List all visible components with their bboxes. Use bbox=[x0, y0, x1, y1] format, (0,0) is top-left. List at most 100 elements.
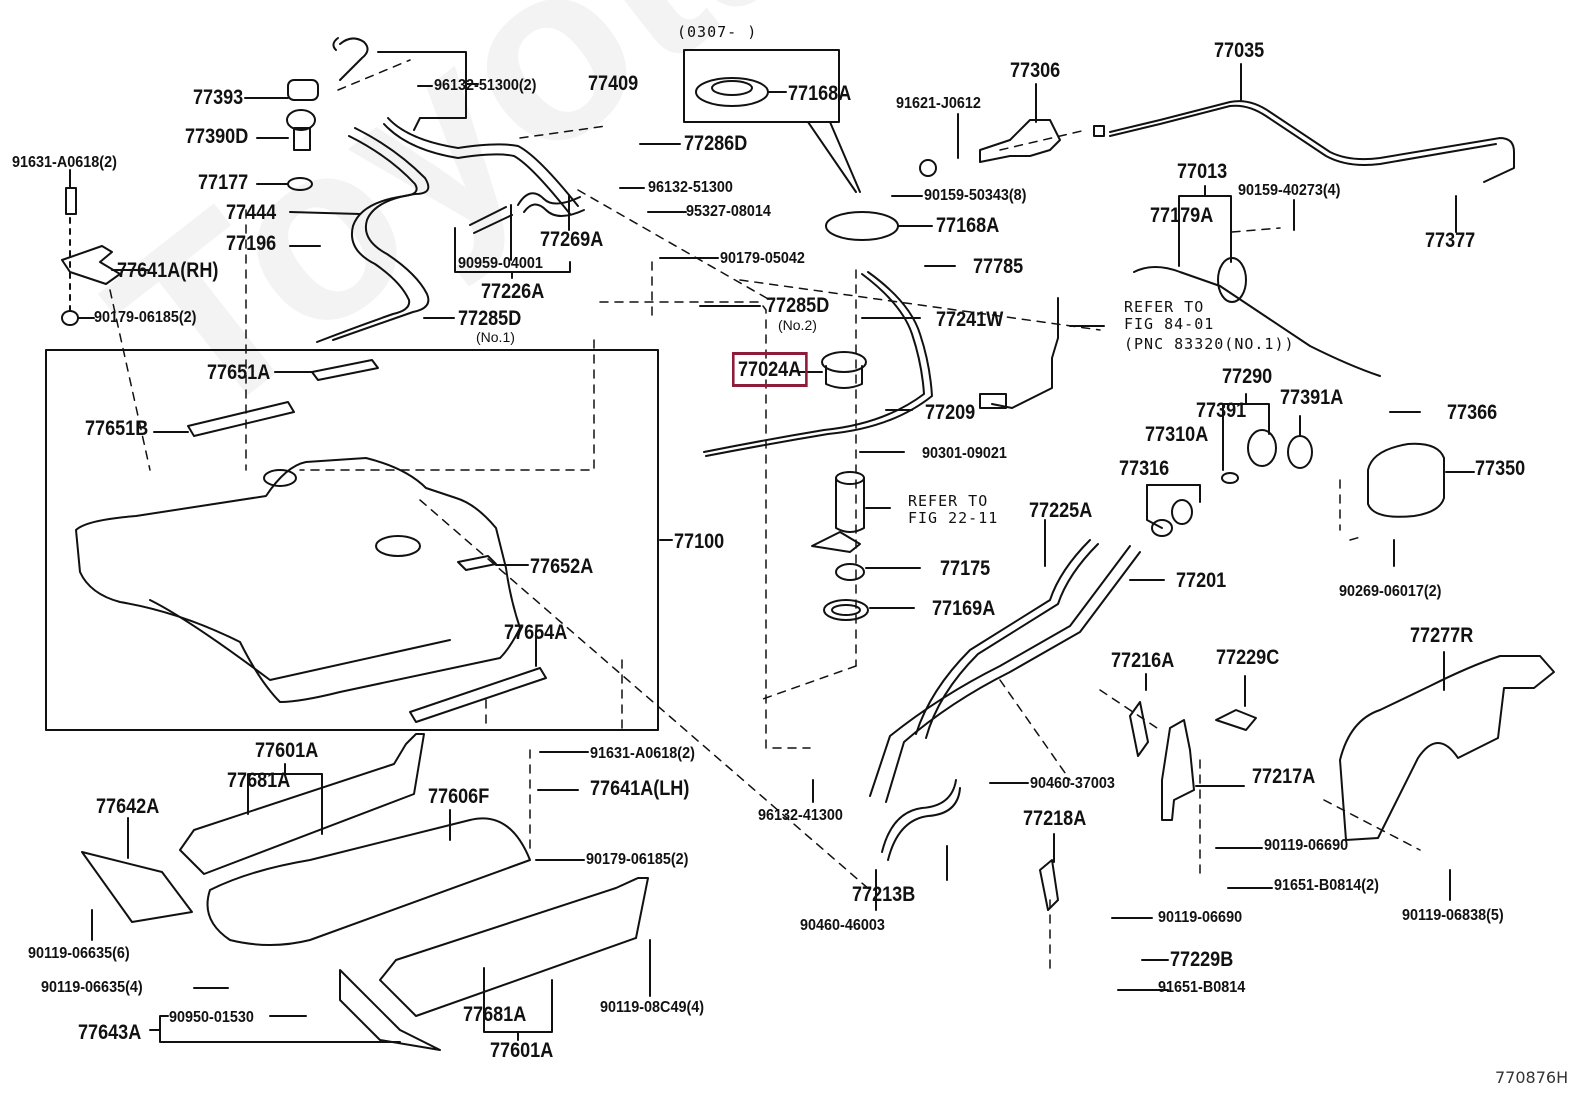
part-label-77393[interactable]: 77393 bbox=[193, 86, 244, 109]
cable-77035 bbox=[1094, 101, 1514, 182]
refer-fig-84-01-line1: REFER TO bbox=[1124, 298, 1205, 316]
part-label-77310A[interactable]: 77310A bbox=[1145, 423, 1209, 446]
part-label-77269A[interactable]: 77269A bbox=[540, 228, 604, 251]
part-label-77606F[interactable]: 77606F bbox=[428, 785, 490, 808]
part-label-90119-06635-4[interactable]: 90119-06635(4) bbox=[41, 979, 143, 996]
leader bbox=[830, 122, 860, 192]
part-label-77641A-rh[interactable]: 77641A(RH) bbox=[117, 259, 219, 282]
part-label-77169A[interactable]: 77169A bbox=[932, 597, 996, 620]
heat-shield-77277R bbox=[1340, 656, 1554, 840]
part-label-90950-01530[interactable]: 90950-01530 bbox=[169, 1009, 254, 1026]
part-label-77013[interactable]: 77013 bbox=[1177, 160, 1228, 183]
hose-77213B bbox=[888, 788, 960, 860]
refer-fig-22-11-line1: REFER TO bbox=[908, 492, 989, 510]
part-label-77229C[interactable]: 77229C bbox=[1216, 646, 1280, 669]
part-label-77350[interactable]: 77350 bbox=[1475, 457, 1526, 480]
part-label-77035[interactable]: 77035 bbox=[1214, 39, 1265, 62]
part-label-90460-37003[interactable]: 90460-37003 bbox=[1030, 775, 1115, 792]
part-label-91631-A0618-rh[interactable]: 91631-A0618(2) bbox=[12, 154, 117, 171]
part-label-90179-06185-lh[interactable]: 90179-06185(2) bbox=[586, 851, 689, 868]
part-label-77229B[interactable]: 77229B bbox=[1170, 948, 1234, 971]
fuel-pump bbox=[812, 472, 868, 620]
part-label-90460-46003[interactable]: 90460-46003 bbox=[800, 917, 885, 934]
part-label-77201[interactable]: 77201 bbox=[1176, 569, 1227, 592]
part-label-77316[interactable]: 77316 bbox=[1119, 457, 1170, 480]
part-label-77177[interactable]: 77177 bbox=[198, 171, 249, 194]
part-label-91651-B0814[interactable]: 91651-B0814 bbox=[1158, 979, 1246, 996]
part-label-77652A[interactable]: 77652A bbox=[530, 555, 594, 578]
part-label-90119-08C49[interactable]: 90119-08C49(4) bbox=[600, 999, 705, 1016]
part-label-95327-08014[interactable]: 95327-08014 bbox=[686, 203, 771, 220]
part-label-77306[interactable]: 77306 bbox=[1010, 59, 1061, 82]
part-label-77100[interactable]: 77100 bbox=[674, 530, 725, 553]
hose-77409 bbox=[333, 38, 578, 214]
part-label-77391A[interactable]: 77391A bbox=[1280, 386, 1344, 409]
part-label-77366[interactable]: 77366 bbox=[1447, 401, 1498, 424]
part-label-77651B[interactable]: 77651B bbox=[85, 417, 149, 440]
refer-fig-22-11-line2[interactable]: FIG 22-11 bbox=[908, 509, 999, 527]
part-label-90119-06635-6[interactable]: 90119-06635(6) bbox=[28, 945, 130, 962]
part-label-77785[interactable]: 77785 bbox=[973, 255, 1024, 278]
part-label-77654A[interactable]: 77654A bbox=[504, 621, 568, 644]
part-label-96132-41300[interactable]: 96132-41300 bbox=[758, 807, 843, 824]
part-label-77216A[interactable]: 77216A bbox=[1111, 649, 1175, 672]
part-label-90269-06017[interactable]: 90269-06017(2) bbox=[1339, 583, 1442, 600]
part-label-77217A[interactable]: 77217A bbox=[1252, 765, 1316, 788]
part-label-77681A-top[interactable]: 77681A bbox=[227, 769, 291, 792]
part-label-77168A[interactable]: 77168A bbox=[936, 214, 1000, 237]
harness bbox=[992, 298, 1058, 408]
part-label-90179-06185-rh[interactable]: 90179-06185(2) bbox=[94, 309, 197, 326]
leader bbox=[150, 1030, 400, 1042]
part-label-77444[interactable]: 77444 bbox=[226, 201, 277, 224]
part-label-77285D-no1-sub: (No.1) bbox=[476, 329, 515, 345]
part-label-77286D[interactable]: 77286D bbox=[684, 132, 748, 155]
part-label-90119-06690-b[interactable]: 90119-06690 bbox=[1158, 909, 1243, 926]
part-label-77681A-bottom[interactable]: 77681A bbox=[463, 1003, 527, 1026]
part-label-96132-51300-2[interactable]: 96132-51300(2) bbox=[434, 77, 537, 94]
part-label-90119-06690-a[interactable]: 90119-06690 bbox=[1264, 837, 1349, 854]
part-label-91631-A0618-lh[interactable]: 91631-A0618(2) bbox=[590, 745, 695, 762]
leader bbox=[808, 122, 856, 192]
part-label-90159-40273[interactable]: 90159-40273(4) bbox=[1238, 182, 1341, 199]
part-label-77241W[interactable]: 77241W bbox=[936, 308, 1004, 331]
part-label-77226A[interactable]: 77226A bbox=[481, 280, 545, 303]
refer-fig-84-01-line2[interactable]: FIG 84-01 bbox=[1124, 315, 1215, 333]
part-label-77409[interactable]: 77409 bbox=[588, 72, 639, 95]
part-label-77213B[interactable]: 77213B bbox=[852, 883, 916, 906]
part-label-91621-J0612[interactable]: 91621-J0612 bbox=[896, 95, 981, 112]
part-label-77641A-lh[interactable]: 77641A(LH) bbox=[590, 777, 690, 800]
part-label-77290[interactable]: 77290 bbox=[1222, 365, 1273, 388]
tube-77209 bbox=[704, 272, 932, 456]
part-label-77168A-inset[interactable]: 77168A bbox=[788, 82, 852, 105]
part-label-77225A[interactable]: 77225A bbox=[1029, 499, 1093, 522]
part-label-77196[interactable]: 77196 bbox=[226, 232, 277, 255]
part-label-77377[interactable]: 77377 bbox=[1425, 229, 1476, 252]
part-label-77179A[interactable]: 77179A bbox=[1150, 204, 1214, 227]
part-label-77391[interactable]: 77391 bbox=[1196, 399, 1247, 422]
figure-code: 770876H bbox=[1495, 1068, 1569, 1087]
part-label-77601A-top[interactable]: 77601A bbox=[255, 739, 319, 762]
dashed-guides bbox=[110, 60, 1420, 970]
refer-fig-84-01-line3: (PNC 83320(NO.1)) bbox=[1124, 335, 1295, 353]
part-label-77209[interactable]: 77209 bbox=[925, 401, 976, 424]
part-label-90179-05042[interactable]: 90179-05042 bbox=[720, 250, 805, 267]
part-label-90959-04001[interactable]: 90959-04001 bbox=[458, 255, 543, 272]
part-label-77642A[interactable]: 77642A bbox=[96, 795, 160, 818]
part-label-91651-B0814-2[interactable]: 91651-B0814(2) bbox=[1274, 877, 1379, 894]
part-label-77175[interactable]: 77175 bbox=[940, 557, 991, 580]
part-label-77024A-highlighted[interactable]: 77024A bbox=[732, 352, 808, 387]
gasket-77168A-inset-inner bbox=[712, 81, 752, 95]
part-label-77277R[interactable]: 77277R bbox=[1410, 624, 1474, 647]
part-label-77643A[interactable]: 77643A bbox=[78, 1021, 142, 1044]
part-label-77285D-no1[interactable]: 77285D bbox=[458, 307, 522, 330]
part-label-90159-50343[interactable]: 90159-50343(8) bbox=[924, 187, 1027, 204]
part-label-77285D-no2[interactable]: 77285D bbox=[766, 294, 830, 317]
part-label-77390D[interactable]: 77390D bbox=[185, 125, 249, 148]
part-label-77651A[interactable]: 77651A bbox=[207, 361, 271, 384]
part-label-90119-06838[interactable]: 90119-06838(5) bbox=[1402, 907, 1504, 924]
part-label-90301-09021[interactable]: 90301-09021 bbox=[922, 445, 1007, 462]
part-label-77218A[interactable]: 77218A bbox=[1023, 807, 1087, 830]
part-label-96132-51300[interactable]: 96132-51300 bbox=[648, 179, 733, 196]
part-label-77601A-bottom[interactable]: 77601A bbox=[490, 1039, 554, 1062]
hose-77269A bbox=[470, 193, 584, 233]
